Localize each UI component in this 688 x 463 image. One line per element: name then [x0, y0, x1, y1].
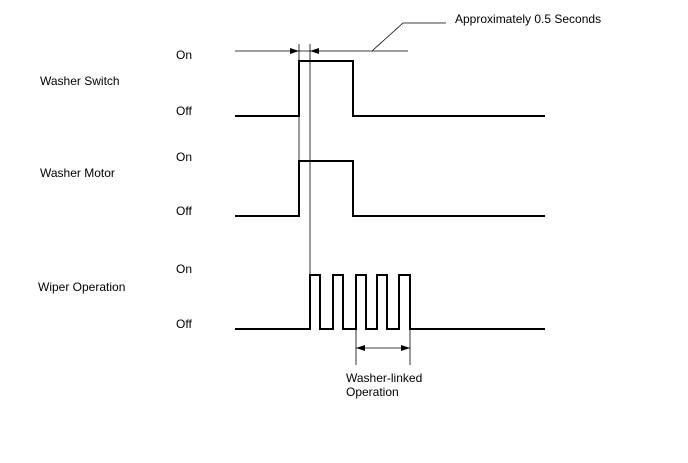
- delay-annotation: Approximately 0.5 Seconds: [455, 12, 601, 26]
- washer-switch-label: Washer Switch: [40, 74, 120, 88]
- washer-motor-off-label: Off: [176, 204, 192, 218]
- delay-arrow-right: [310, 48, 319, 54]
- washer-switch-off-label: Off: [176, 104, 192, 118]
- washer-linked-arrow-right: [401, 345, 410, 351]
- washer-motor-waveform: [235, 160, 545, 217]
- wiper-operation-on-label: On: [176, 262, 192, 276]
- washer-linked-arrow-left: [356, 345, 365, 351]
- washer-switch-waveform: [235, 60, 545, 117]
- washer-motor-on-label: On: [176, 150, 192, 164]
- wiper-operation-label: Wiper Operation: [38, 280, 125, 294]
- delay-leader-line: [371, 22, 446, 52]
- washer-linked-annotation-line1: Washer-linked: [346, 371, 422, 385]
- washer-switch-on-label: On: [176, 48, 192, 62]
- delay-arrow-left: [290, 48, 299, 54]
- wiper-operation-waveform: [235, 274, 545, 330]
- wiper-operation-off-label: Off: [176, 317, 192, 331]
- washer-motor-label: Washer Motor: [40, 166, 115, 180]
- washer-linked-annotation-line2: Operation: [346, 385, 399, 399]
